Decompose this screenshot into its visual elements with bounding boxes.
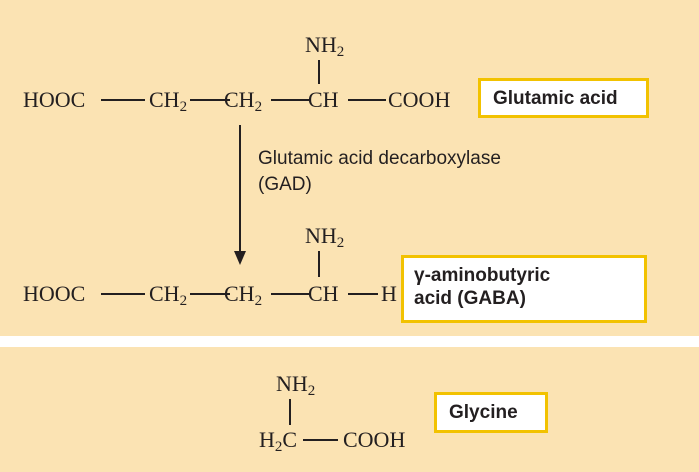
bond	[271, 293, 309, 295]
glutamate-ch: CH	[308, 87, 339, 112]
bond	[348, 99, 386, 101]
glutamate-cooh: COOH	[388, 87, 451, 112]
bond	[101, 99, 145, 101]
gaba-hooc: HOOC	[23, 281, 86, 306]
bond	[271, 99, 309, 101]
gaba-label: γ-aminobutyric acid (GABA)	[401, 255, 647, 323]
gaba-label-line2: acid (GABA)	[414, 288, 526, 309]
gaba-h: H	[381, 281, 397, 306]
glutamate-ch2-a: CH2	[149, 87, 188, 115]
glutamic-acid-label: Glutamic acid	[478, 78, 649, 118]
glutamate-hooc: HOOC	[23, 87, 86, 112]
glycine-amine-bond	[289, 399, 291, 425]
glycine-ch2: H2C	[259, 427, 298, 455]
bond	[190, 293, 230, 295]
glycine-label: Glycine	[434, 392, 548, 433]
gaba-ch2-a: CH2	[149, 281, 188, 309]
gaba-ch: CH	[308, 281, 339, 306]
glycine-cooh: COOH	[343, 427, 406, 452]
bond	[303, 439, 338, 441]
glutamate-ch2-b: CH2	[224, 87, 263, 115]
enzyme-abbrev: (GAD)	[258, 174, 312, 195]
reaction-arrow	[239, 125, 241, 253]
gaba-amine-bond	[318, 251, 320, 277]
gaba-ch2-b: CH2	[224, 281, 263, 309]
bond	[190, 99, 230, 101]
glutamate-amine-bond	[318, 60, 320, 84]
bond	[348, 293, 378, 295]
gaba-amine: NH2	[305, 223, 345, 251]
glycine-panel	[0, 347, 699, 472]
glycine-amine: NH2	[276, 371, 316, 399]
gaba-label-line1: γ-aminobutyric	[414, 265, 551, 286]
reaction-arrowhead	[234, 251, 246, 265]
bond	[101, 293, 145, 295]
enzyme-name: Glutamic acid decarboxylase	[258, 148, 501, 169]
glutamate-amine: NH2	[305, 32, 345, 60]
